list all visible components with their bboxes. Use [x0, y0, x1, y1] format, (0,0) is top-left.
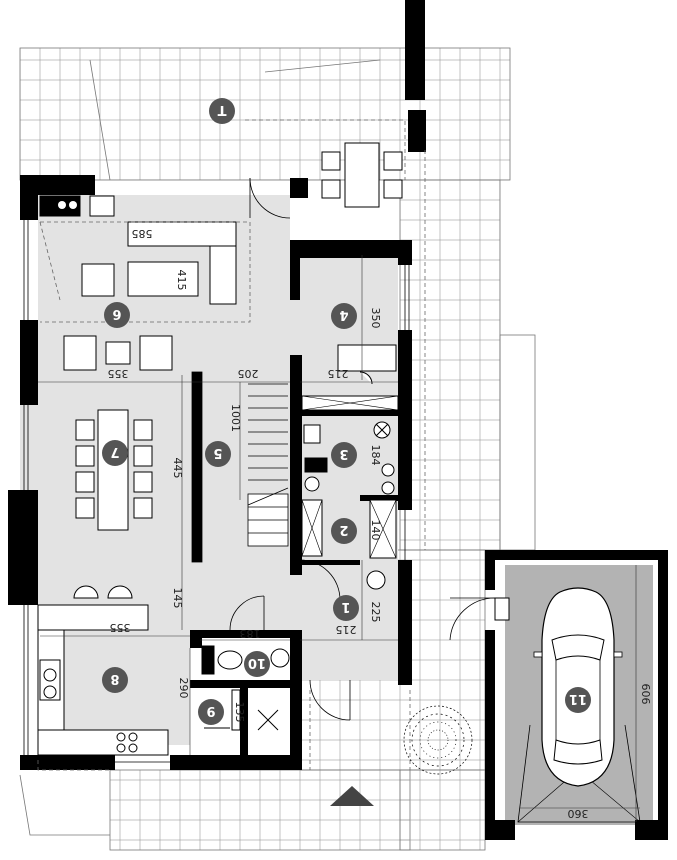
- dim-hall-width: 205: [238, 367, 259, 380]
- entrance-arrow-icon: [330, 786, 374, 806]
- windows: [23, 220, 410, 763]
- dim-dining-length: 445: [171, 458, 184, 479]
- dim-hall-length: 145: [171, 588, 184, 609]
- dim-wc-width: 183: [240, 627, 261, 640]
- dim-room2: 140: [369, 520, 382, 541]
- terrace-paving: [19, 47, 536, 851]
- svg-text:3: 3: [339, 446, 348, 461]
- room-marker-5: 5: [205, 441, 231, 467]
- dim-garage-width: 360: [568, 807, 589, 820]
- svg-text:7: 7: [110, 444, 119, 459]
- shrub-icon: [403, 705, 473, 775]
- svg-text:10: 10: [248, 655, 266, 670]
- dimension-lines: [38, 255, 640, 822]
- doors: [229, 177, 351, 721]
- svg-text:11: 11: [569, 691, 587, 706]
- room-markers: T 1 2 3 4 5 6 7 8 9 10 11: [102, 98, 591, 725]
- dim-garage-length: 606: [639, 684, 652, 705]
- kitchen-furniture: [37, 604, 169, 756]
- svg-text:6: 6: [112, 306, 121, 321]
- dim-room4-depth: 350: [369, 308, 382, 329]
- svg-text:9: 9: [206, 703, 215, 718]
- dim-living-width: 355: [108, 367, 129, 380]
- dim-room9: 135: [233, 702, 246, 723]
- svg-text:2: 2: [339, 522, 348, 537]
- dim-room4-width: 215: [328, 367, 349, 380]
- dim-kitchen-width: 355: [110, 621, 131, 634]
- dim-sofa-depth: 415: [175, 270, 188, 291]
- svg-text:4: 4: [339, 307, 348, 322]
- dining-furniture: [73, 409, 153, 599]
- dim-room3: 184: [369, 445, 382, 466]
- projection-lines: [37, 119, 426, 771]
- svg-text:5: 5: [213, 445, 222, 460]
- dim-sofa-length: 585: [132, 227, 153, 240]
- dimension-labels: 585 415 350 355 205 1001 215 184 445 140…: [108, 227, 653, 820]
- svg-text:8: 8: [110, 671, 119, 686]
- dim-entry-depth: 225: [369, 602, 382, 623]
- svg-text:1: 1: [341, 599, 350, 614]
- living-furniture: [39, 195, 237, 371]
- room-marker-9: 9: [198, 699, 224, 725]
- room-marker-t: T: [209, 98, 235, 124]
- room-marker-1: 1: [333, 595, 359, 621]
- room-marker-10: 10: [244, 651, 270, 677]
- svg-text:T: T: [217, 102, 226, 117]
- dim-entry-width: 215: [336, 623, 357, 636]
- walls: [8, 0, 426, 770]
- terrace-table: [321, 142, 403, 208]
- staircase: [191, 371, 289, 563]
- room-marker-3: 3: [331, 442, 357, 468]
- room-marker-2: 2: [331, 518, 357, 544]
- dim-stair-run: 1001: [229, 404, 242, 432]
- room-marker-6: 6: [104, 302, 130, 328]
- room-marker-11: 11: [565, 687, 591, 713]
- garage: [449, 550, 668, 840]
- room-marker-7: 7: [102, 440, 128, 466]
- dim-kitchen-depth: 290: [177, 678, 190, 699]
- fixtures: [201, 344, 399, 731]
- room-marker-4: 4: [331, 303, 357, 329]
- room-marker-8: 8: [102, 667, 128, 693]
